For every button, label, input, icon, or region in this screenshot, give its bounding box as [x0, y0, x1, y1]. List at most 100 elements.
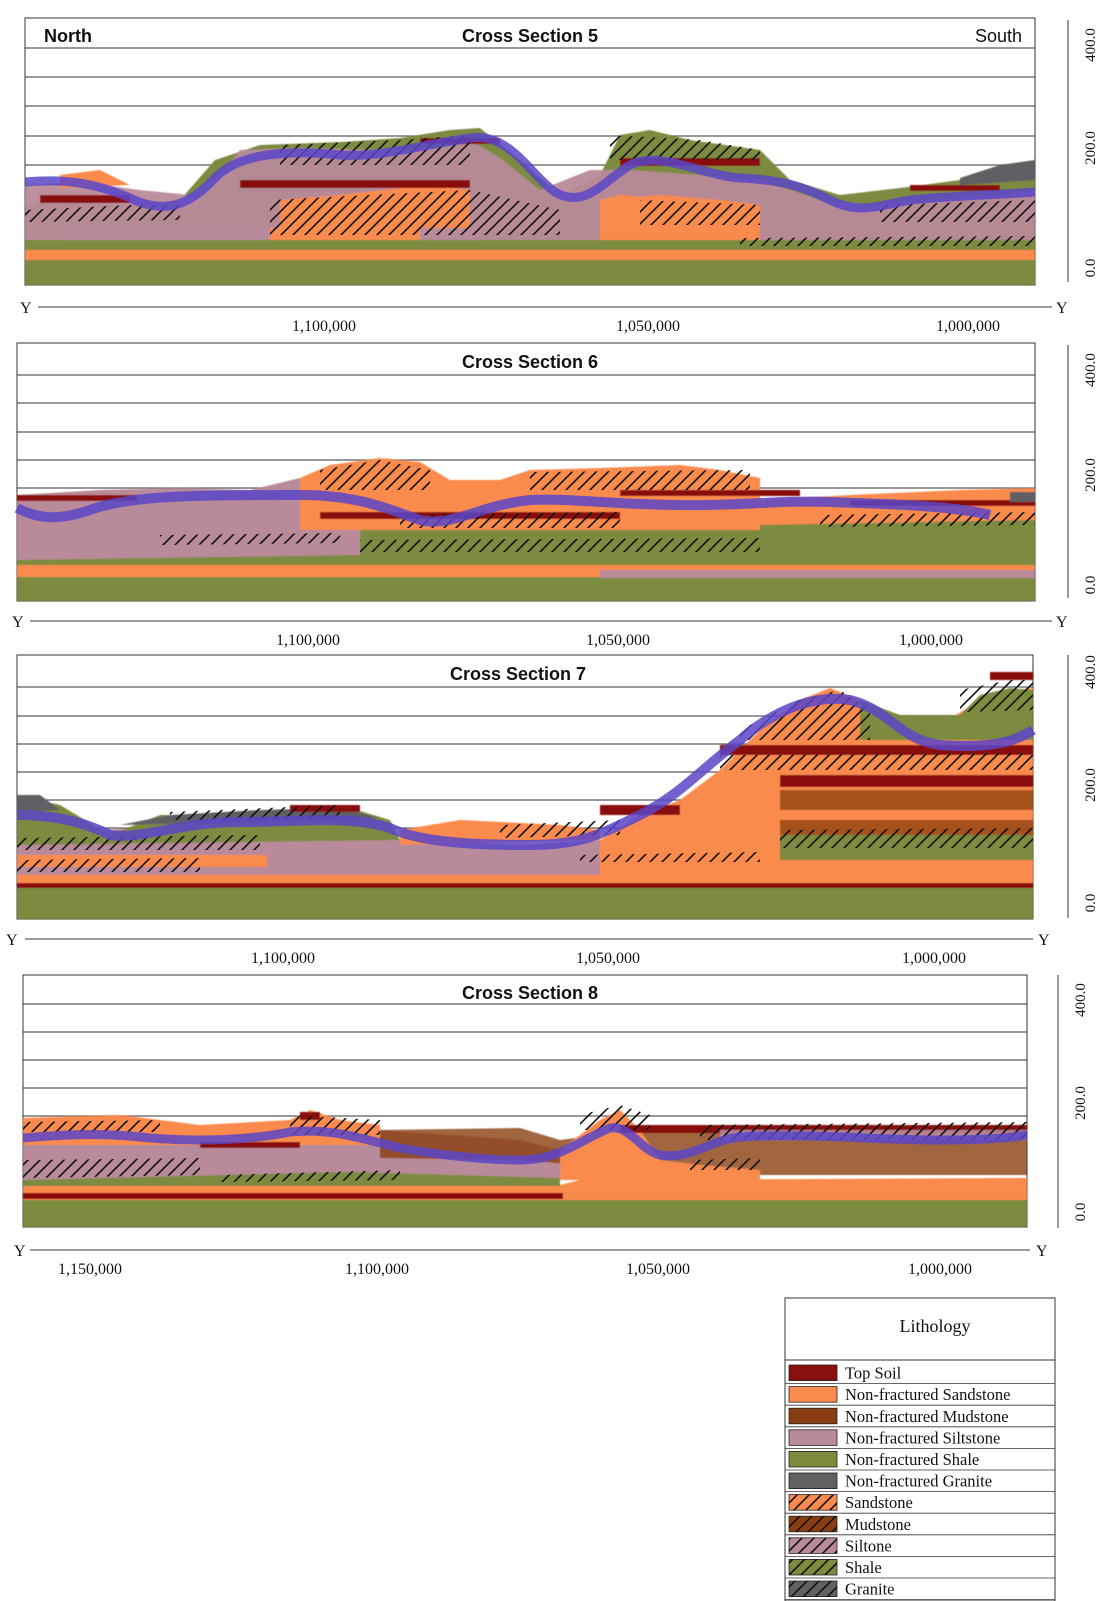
- legend-title: Lithology: [900, 1316, 971, 1336]
- stratum-top-soil-c: [620, 490, 800, 496]
- legend-item: Non-fractured Sandstone: [785, 1385, 1055, 1406]
- x-tick-label: 1,000,000: [908, 1261, 972, 1278]
- x-tick-label: 1,100,000: [251, 950, 315, 967]
- depth-tick-label: 0.0: [1083, 576, 1099, 595]
- x-tick-label: 1,000,000: [936, 318, 1000, 335]
- legend-label: Non-fractured Mudstone: [845, 1407, 1009, 1426]
- legend-swatch: [788, 1472, 838, 1490]
- x-axis: Y Y 1,100,000 1,050,000 1,000,000: [20, 300, 1068, 335]
- axis-end-right: Y: [1056, 300, 1068, 317]
- hatch-region-c: [360, 538, 760, 552]
- panel-title: Cross Section 6: [462, 352, 598, 372]
- legend-swatch: [788, 1451, 838, 1468]
- x-tick-label: 1,000,000: [899, 632, 963, 649]
- depth-tick-label: 200.0: [1073, 1086, 1089, 1120]
- hatch-region-i: [580, 852, 760, 862]
- legend-swatch-hatch: [789, 1516, 837, 1532]
- axis-end-left: Y: [12, 614, 24, 631]
- panel-right-label: South: [975, 26, 1022, 46]
- stratum-granite-left: [17, 795, 60, 812]
- panel-cross-section-8: Cross Section 8 Y Y 1,150,000 1,100,000 …: [14, 974, 1089, 1278]
- axis-end-right: Y: [1038, 932, 1050, 949]
- legend-swatch-hatch: [789, 1581, 837, 1597]
- hatch-region-b: [23, 1120, 160, 1132]
- x-axis: Y Y 1,100,000 1,050,000 1,000,000: [12, 614, 1068, 649]
- hatch-region-b: [270, 190, 560, 235]
- legend-label: Mudstone: [845, 1515, 911, 1534]
- stratum-top-soil-b: [720, 745, 1033, 755]
- depth-tick-label: 0.0: [1073, 1203, 1089, 1222]
- axis-end-right: Y: [1056, 614, 1068, 631]
- legend-label: Sandstone: [845, 1493, 913, 1512]
- depth-tick-label: 400.0: [1083, 353, 1099, 387]
- depth-tick-label: 200.0: [1083, 131, 1099, 165]
- depth-tick-label: 400.0: [1083, 655, 1099, 689]
- hatch-region-d: [780, 828, 1033, 848]
- stratum-top-soil-base: [23, 1193, 563, 1199]
- legend-label: Non-fractured Siltstone: [845, 1428, 1000, 1447]
- stratum-siltstone-lower: [600, 570, 1035, 578]
- panel-title: Cross Section 8: [462, 983, 598, 1003]
- panel-title: Cross Section 7: [450, 664, 586, 684]
- hatch-region-e: [880, 200, 1035, 222]
- panel-left-label: North: [44, 26, 92, 46]
- depth-axis: 400.0 200.0 0.0: [1067, 345, 1099, 598]
- legend-item: Sandstone: [785, 1493, 1055, 1514]
- depth-axis: 400.0 200.0 0.0: [1067, 655, 1099, 918]
- x-tick-label: 1,050,000: [616, 318, 680, 335]
- legend-item: Shale: [785, 1558, 1055, 1579]
- depth-tick-label: 400.0: [1083, 28, 1099, 62]
- hatch-region-f: [17, 858, 200, 872]
- hatch-region-g: [220, 1170, 400, 1182]
- hatch-region-b: [530, 470, 750, 490]
- legend-swatch: [788, 1364, 838, 1382]
- water-table-line: [24, 133, 1036, 213]
- stratum-granite: [1010, 492, 1035, 502]
- stratum-top-soil-b: [620, 158, 760, 166]
- legend-label: Top Soil: [845, 1364, 902, 1383]
- depth-axis: 400.0 200.0 0.0: [1067, 20, 1099, 282]
- water-table-line: [14, 489, 992, 527]
- x-tick-label: 1,100,000: [345, 1261, 409, 1278]
- stratum-granite: [960, 160, 1035, 185]
- hatch-region-c: [610, 135, 760, 160]
- stratum-sandstone-strip: [700, 810, 1033, 820]
- legend-label: Shale: [845, 1558, 882, 1577]
- legend-item: Non-fractured Shale: [785, 1450, 1055, 1471]
- panel-cross-section-7: Cross Section 7 Y Y 1,100,000 1,050,000 …: [6, 654, 1099, 967]
- axis-end-left: Y: [6, 932, 18, 949]
- axis-end-left: Y: [14, 1243, 26, 1260]
- stratum-shale-base: [23, 1200, 1027, 1227]
- legend-item: Non-fractured Siltstone: [785, 1428, 1055, 1449]
- legend-item: Siltone: [785, 1536, 1055, 1557]
- x-tick-label: 1,050,000: [626, 1261, 690, 1278]
- legend-label: Granite: [845, 1580, 894, 1599]
- stratum-top-soil-base: [17, 883, 1033, 888]
- depth-tick-label: 400.0: [1073, 983, 1089, 1017]
- hatch-region-c: [720, 753, 1033, 770]
- x-tick-label: 1,100,000: [292, 318, 356, 335]
- hatch-region-a: [320, 460, 430, 490]
- legend-swatch-hatch: [789, 1537, 837, 1554]
- panel-cross-section-6: Cross Section 6 Y Y 1,100,000 1,050,000 …: [12, 342, 1099, 649]
- legend-label: Non-fractured Sandstone: [845, 1385, 1010, 1404]
- depth-tick-label: 0.0: [1083, 259, 1099, 278]
- legend-label: Non-fractured Granite: [845, 1472, 992, 1491]
- stratum-sandstone-band: [17, 875, 1033, 883]
- stratum-shale-base: [17, 885, 1033, 919]
- x-tick-label: 1,000,000: [902, 950, 966, 967]
- gridlines: [23, 1003, 1027, 1117]
- legend-item: Non-fractured Granite: [785, 1472, 1055, 1492]
- x-tick-label: 1,050,000: [576, 950, 640, 967]
- legend-swatch: [788, 1429, 838, 1446]
- stratum-top-soil-c: [300, 1112, 320, 1120]
- axis-end-left: Y: [20, 300, 32, 317]
- axis-end-right: Y: [1036, 1243, 1048, 1260]
- x-axis: Y Y 1,150,000 1,100,000 1,050,000 1,000,…: [14, 1243, 1048, 1278]
- stratum-top-soil-a: [17, 495, 137, 501]
- depth-tick-label: 200.0: [1083, 768, 1099, 802]
- x-axis: Y Y 1,100,000 1,050,000 1,000,000: [6, 932, 1050, 967]
